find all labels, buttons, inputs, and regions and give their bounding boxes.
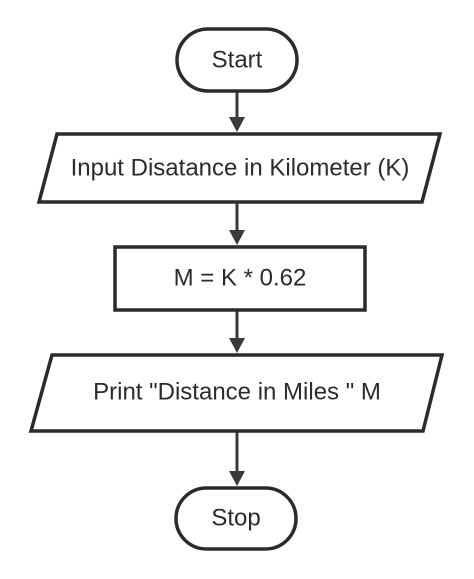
process-label: M = K * 0.62 — [174, 265, 307, 292]
stop-terminator-shape — [174, 486, 298, 551]
stop-label: Stop — [211, 505, 260, 532]
start-label: Start — [212, 47, 263, 74]
start-terminator-shape — [175, 27, 299, 93]
output-node: Print "Distance in Miles " M — [28, 353, 445, 433]
output-parallelogram-shape — [28, 353, 445, 433]
output-label: Print "Distance in Miles " M — [93, 379, 381, 406]
process-node: M = K * 0.62 — [113, 245, 367, 312]
stop-node: Stop — [174, 486, 298, 551]
connector-output-to-stop — [229, 432, 245, 486]
input-label: Input Disatance in Kilometer (K) — [71, 155, 410, 182]
connector-input-to-process — [229, 203, 245, 245]
input-node: Input Disatance in Kilometer (K) — [36, 132, 443, 204]
input-parallelogram-shape — [36, 132, 443, 204]
connector-start-to-input — [229, 92, 245, 132]
start-node: Start — [175, 27, 299, 93]
process-rectangle-shape — [113, 245, 367, 312]
connector-process-to-output — [229, 311, 245, 353]
